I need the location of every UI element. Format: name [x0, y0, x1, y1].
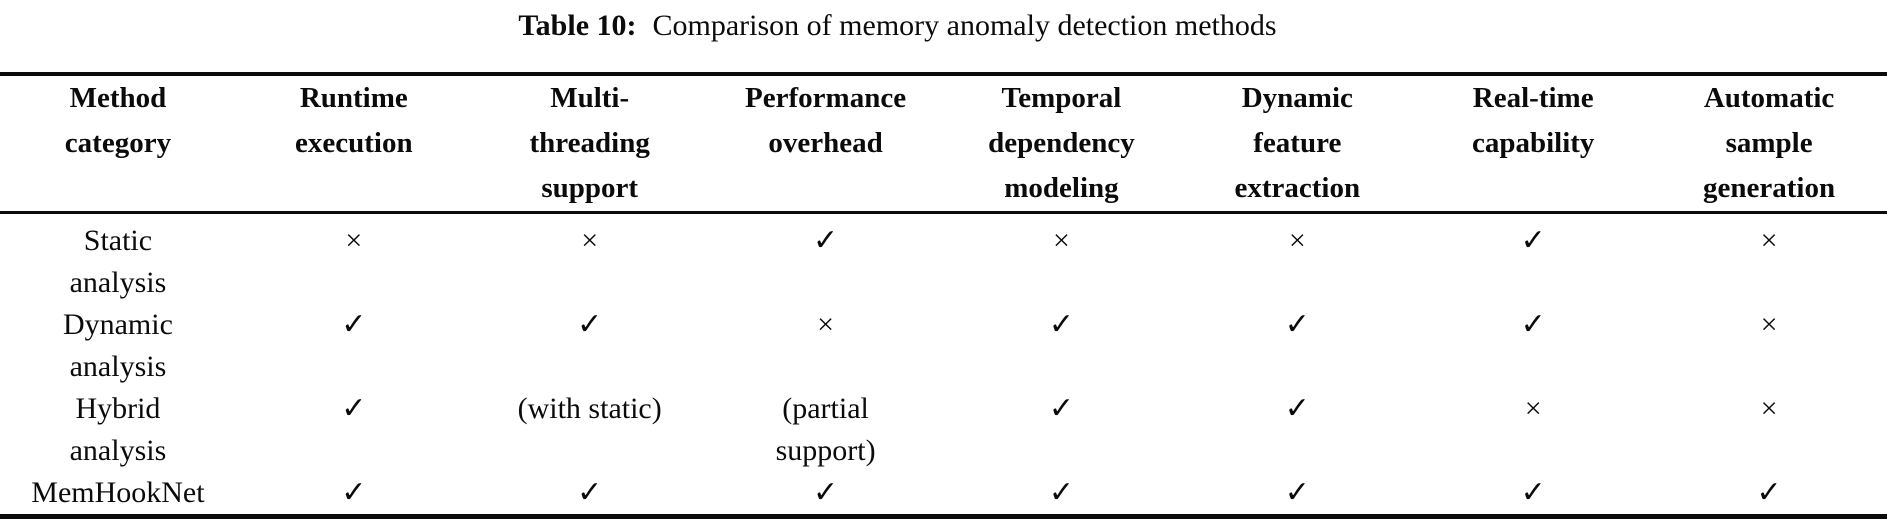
header-cell-dynamic-feature-extraction: Dynamic feature extraction [1234, 82, 1361, 204]
table-row-hybrid-analysis: Hybrid analysis ✓ (with static) (partial… [0, 388, 1887, 472]
header-cell-temporal-dependency-modeling: Temporal dependency modeling [988, 82, 1135, 204]
mark-cell: ✓ [577, 476, 603, 509]
mark-cell: × [1760, 392, 1778, 425]
mark-cell: × [1524, 392, 1542, 425]
table-body: Static analysis × × ✓ × × ✓ × Dynamic an… [0, 214, 1887, 514]
row-label: Dynamic analysis [62, 308, 173, 383]
mark-cell: × [581, 224, 599, 257]
row-label: MemHookNet [31, 476, 205, 509]
mark-cell: ✓ [1284, 308, 1310, 341]
table-caption-text: Comparison of memory anomaly detection m… [652, 9, 1277, 42]
mark-cell: ✓ [1048, 308, 1074, 341]
header-cell-performance-overhead: Performance overhead [745, 82, 907, 159]
table-row-dynamic-analysis: Dynamic analysis ✓ ✓ × ✓ ✓ ✓ × [0, 304, 1887, 388]
mark-cell: × [1760, 224, 1778, 257]
note-cell: (with static) [517, 392, 662, 425]
table-row-memhooknet: MemHookNet ✓ ✓ ✓ ✓ ✓ ✓ ✓ [0, 472, 1887, 514]
table-caption: Table 10: Comparison of memory anomaly de… [0, 0, 1841, 72]
mark-cell: ✓ [1284, 476, 1310, 509]
mark-cell: × [1288, 224, 1306, 257]
mark-cell: ✓ [812, 476, 839, 509]
row-label: Static analysis [69, 224, 167, 299]
mark-cell: ✓ [1520, 224, 1546, 257]
mark-cell: ✓ [577, 308, 603, 341]
row-label: Hybrid analysis [69, 392, 167, 467]
note-cell: (partial support) [775, 392, 876, 467]
header-cell-real-time-capability: Real-time capability [1471, 82, 1595, 159]
mark-cell: × [1760, 308, 1778, 341]
mark-cell: ✓ [341, 392, 367, 425]
mark-cell: ✓ [1048, 476, 1074, 509]
mark-cell: × [1052, 224, 1070, 257]
mark-cell: ✓ [1284, 392, 1310, 425]
table-header-row: Method category Runtime execution Multi-… [0, 72, 1887, 214]
mark-cell: × [345, 224, 363, 257]
header-cell-automatic-sample-generation: Automatic sample generation [1703, 82, 1836, 204]
header-cell-multi-threading-support: Multi- threading support [529, 82, 650, 204]
mark-cell: ✓ [1520, 308, 1546, 341]
mark-cell: × [817, 308, 835, 341]
table-row-static-analysis: Static analysis × × ✓ × × ✓ × [0, 220, 1887, 304]
header-cell-runtime-execution: Runtime execution [295, 82, 413, 159]
comparison-table: Method category Runtime execution Multi-… [0, 72, 1887, 519]
mark-cell: ✓ [341, 476, 367, 509]
mark-cell: ✓ [1756, 476, 1782, 509]
header-cell-method-category: Method category [64, 82, 172, 159]
mark-cell: ✓ [341, 308, 367, 341]
table-caption-label: Table 10: [518, 9, 637, 42]
mark-cell: ✓ [1048, 392, 1074, 425]
mark-cell: ✓ [812, 224, 839, 257]
mark-cell: ✓ [1520, 476, 1546, 509]
